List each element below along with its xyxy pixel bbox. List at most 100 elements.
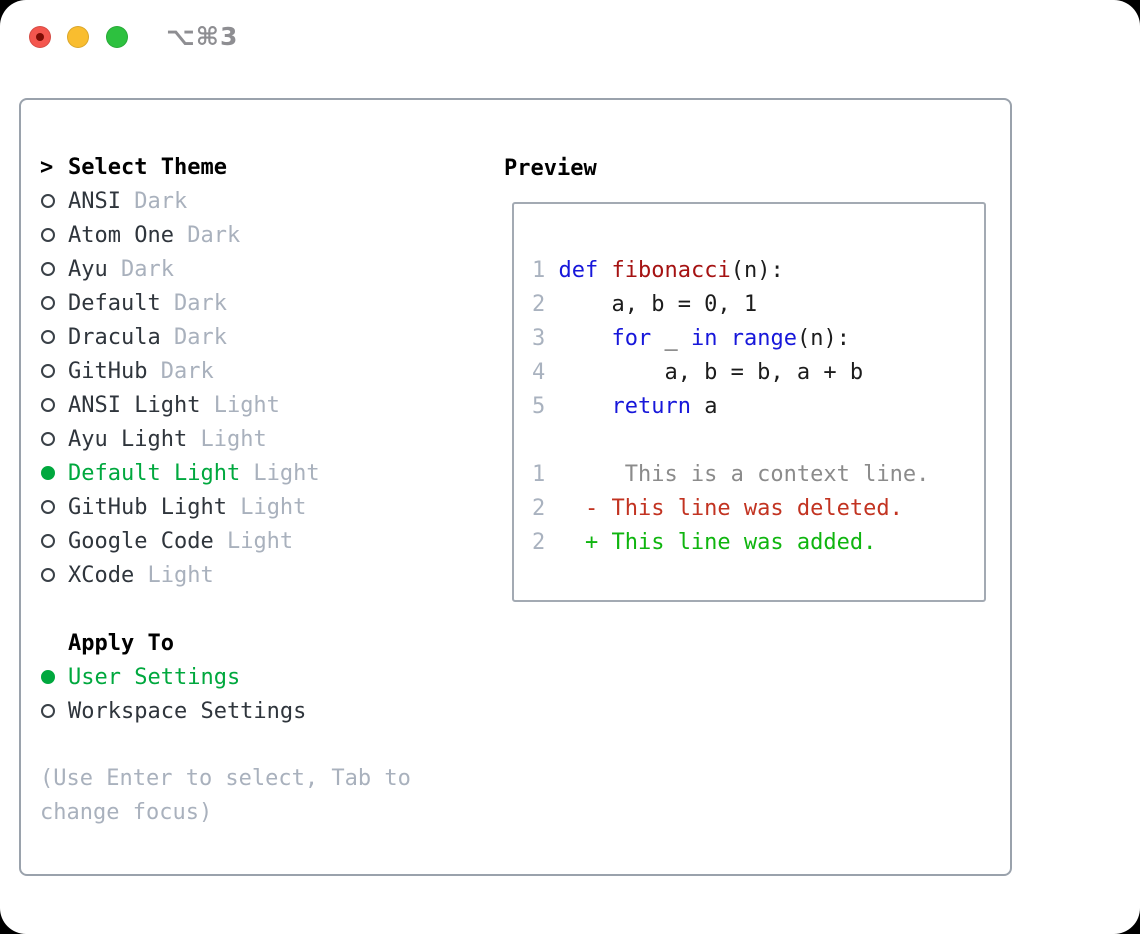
- code-token: [558, 394, 611, 419]
- apply-to-header: Apply To: [40, 626, 495, 660]
- line-number: 2: [532, 496, 546, 521]
- theme-option-ansi-light[interactable]: ANSI Light Light: [40, 388, 495, 422]
- spacer: [40, 728, 495, 762]
- code-token: range: [730, 326, 797, 351]
- code-line: 2 a, b = 0, 1: [532, 288, 984, 322]
- theme-name: ANSI Light: [68, 392, 201, 418]
- radio-icon: [41, 194, 55, 208]
- radio-icon: [41, 262, 55, 276]
- theme-name: Dracula: [68, 324, 161, 350]
- theme-option-ayu-light[interactable]: Ayu Light Light: [40, 422, 495, 456]
- theme-option-github[interactable]: GitHub Dark: [40, 354, 495, 388]
- line-number: 1: [532, 462, 546, 487]
- code-line: 4 a, b = b, a + b: [532, 356, 984, 390]
- theme-name: Ayu Light: [68, 426, 188, 452]
- code-token: in: [690, 326, 718, 351]
- theme-name: GitHub: [68, 358, 148, 384]
- theme-option-ansi[interactable]: ANSI Dark: [40, 184, 495, 218]
- zoom-button-icon[interactable]: [106, 26, 128, 48]
- theme-name: Ayu: [68, 256, 108, 282]
- cursor-icon: >: [40, 154, 54, 180]
- apply-option-label: Workspace Settings: [68, 698, 307, 724]
- theme-variant: Dark: [173, 222, 241, 248]
- theme-option-atom-one[interactable]: Atom One Dark: [40, 218, 495, 252]
- theme-variant: Light: [134, 562, 214, 588]
- radio-selected-icon: [41, 466, 55, 480]
- code-token: This is a context line.: [558, 462, 930, 487]
- radio-slot: [40, 500, 68, 514]
- theme-option-xcode[interactable]: XCode Light: [40, 558, 495, 592]
- code-token: def: [558, 258, 599, 283]
- theme-variant: Light: [200, 392, 280, 418]
- radio-slot: [40, 364, 68, 378]
- theme-list-header: > Select Theme: [40, 150, 495, 184]
- theme-option-default[interactable]: Default Dark: [40, 286, 495, 320]
- diff-line: 2 + This line was added.: [532, 526, 984, 560]
- radio-icon: [41, 228, 55, 242]
- theme-variant: Dark: [120, 188, 188, 214]
- theme-option-dracula[interactable]: Dracula Dark: [40, 320, 495, 354]
- theme-name: XCode: [68, 562, 135, 588]
- radio-slot: [40, 534, 68, 548]
- theme-variant: Dark: [160, 324, 227, 350]
- theme-name: GitHub Light: [68, 494, 227, 520]
- theme-name: Google Code: [68, 528, 214, 554]
- code-token: a, b = 0, 1: [558, 292, 758, 317]
- line-number: 3: [532, 326, 546, 351]
- line-number: 2: [532, 530, 546, 555]
- minimize-button-icon[interactable]: [67, 26, 89, 48]
- theme-variant: Light: [240, 460, 320, 486]
- radio-icon: [41, 704, 55, 718]
- theme-variant: Light: [226, 494, 307, 520]
- radio-icon: [41, 398, 55, 412]
- apply-option-workspace-settings[interactable]: Workspace Settings: [40, 694, 495, 728]
- code-token: (n):: [796, 326, 850, 351]
- code-token: [558, 326, 611, 351]
- apply-to-title: Apply To: [68, 630, 174, 656]
- code-token: return: [611, 394, 691, 419]
- code-token: fibonacci: [611, 258, 731, 283]
- radio-slot: [40, 432, 68, 446]
- line-number: 4: [532, 360, 546, 385]
- radio-slot: [40, 670, 68, 684]
- close-button-icon[interactable]: [29, 26, 51, 48]
- apply-option-user-settings[interactable]: User Settings: [40, 660, 495, 694]
- radio-icon: [41, 432, 55, 446]
- theme-option-ayu[interactable]: Ayu Dark: [40, 252, 495, 286]
- line-number: 2: [532, 292, 546, 317]
- theme-name: Default: [68, 290, 161, 316]
- radio-slot: [40, 194, 68, 208]
- radio-slot: [40, 398, 68, 412]
- theme-option-github-light[interactable]: GitHub Light Light: [40, 490, 495, 524]
- diff-line: 2 - This line was deleted.: [532, 492, 984, 526]
- code-token: for: [611, 326, 652, 351]
- theme-variant: Light: [187, 426, 267, 452]
- theme-option-google-code[interactable]: Google Code Light: [40, 524, 495, 558]
- diff-line: 1 This is a context line.: [532, 458, 984, 492]
- help-line: change focus): [40, 800, 213, 825]
- radio-icon: [41, 534, 55, 548]
- titlebar: ⌥⌘3: [0, 0, 1140, 78]
- theme-variant: Dark: [107, 256, 174, 282]
- preview-title: Preview: [504, 155, 597, 181]
- radio-icon: [41, 330, 55, 344]
- radio-slot: [40, 228, 68, 242]
- code-token: + This line was added.: [558, 530, 877, 555]
- window-title: ⌥⌘3: [166, 22, 239, 51]
- code-token: - This line was deleted.: [558, 496, 903, 521]
- theme-list-title: Select Theme: [68, 154, 227, 180]
- theme-option-default-light[interactable]: Default Light Light: [40, 456, 495, 490]
- code-token: a, b = b, a + b: [558, 360, 864, 385]
- code-token: _: [651, 326, 691, 351]
- radio-icon: [41, 568, 55, 582]
- code-token: a: [690, 394, 718, 419]
